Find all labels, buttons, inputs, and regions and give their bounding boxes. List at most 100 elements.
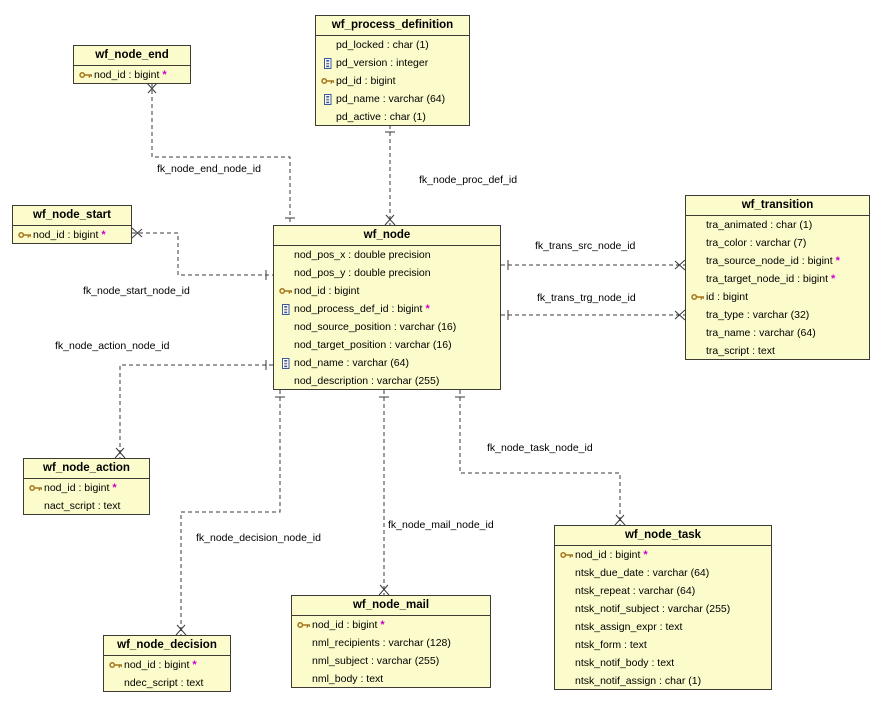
- relation-line-fk_node_mail_node_id[interactable]: [378, 390, 390, 596]
- column-row[interactable]: nod_name : varchar (64): [274, 354, 500, 372]
- table-title[interactable]: wf_node_mail: [292, 596, 490, 616]
- column-row[interactable]: tra_source_node_id : bigint*: [686, 252, 869, 270]
- column-row[interactable]: nod_source_position : varchar (16): [274, 318, 500, 336]
- relation-label[interactable]: fk_node_task_node_id: [487, 442, 593, 454]
- column-label: ntsk_notif_subject : varchar (255): [575, 603, 731, 615]
- indexed-column-icon: [319, 57, 336, 69]
- column-label: ntsk_notif_body : text: [575, 657, 675, 669]
- primary-key-icon: [16, 230, 33, 240]
- column-row[interactable]: tra_color : varchar (7): [686, 234, 869, 252]
- column-label: nod_id : bigint: [94, 69, 160, 81]
- column-row[interactable]: nod_id : bigint*: [13, 226, 131, 244]
- column-row[interactable]: ntsk_due_date : varchar (64): [555, 564, 771, 582]
- column-label: nod_id : bigint: [312, 619, 378, 631]
- column-label: tra_name : varchar (64): [706, 327, 816, 339]
- relation-label[interactable]: fk_trans_trg_node_id: [537, 292, 636, 304]
- column-row[interactable]: ndec_script : text: [104, 674, 230, 692]
- relation-label[interactable]: fk_node_end_node_id: [157, 163, 261, 175]
- table-wf_node[interactable]: wf_node nod_pos_x : double precision nod_p…: [273, 225, 501, 390]
- relation-label[interactable]: fk_node_action_node_id: [55, 340, 170, 352]
- primary-key-icon: [558, 550, 575, 560]
- relation-label[interactable]: fk_node_mail_node_id: [388, 519, 494, 531]
- column-row[interactable]: ntsk_notif_body : text: [555, 654, 771, 672]
- table-title[interactable]: wf_node_end: [74, 46, 190, 66]
- column-row[interactable]: ntsk_assign_expr : text: [555, 618, 771, 636]
- relation-label[interactable]: fk_node_proc_def_id: [419, 174, 518, 186]
- relation-label[interactable]: fk_node_decision_node_id: [196, 532, 321, 544]
- column-row[interactable]: pd_version : integer: [316, 54, 469, 72]
- column-row[interactable]: nod_id : bigint: [274, 282, 500, 300]
- column-row[interactable]: tra_type : varchar (32): [686, 306, 869, 324]
- column-row[interactable]: tra_animated : char (1): [686, 216, 869, 234]
- column-row[interactable]: nod_id : bigint*: [24, 479, 149, 497]
- column-row[interactable]: nod_id : bigint*: [292, 616, 490, 634]
- column-row[interactable]: nod_id : bigint*: [104, 656, 230, 674]
- column-row[interactable]: pd_locked : char (1): [316, 36, 469, 54]
- relation-label[interactable]: fk_node_start_node_id: [83, 285, 190, 297]
- indexed-column-icon: [277, 303, 294, 315]
- column-row[interactable]: id : bigint: [686, 288, 869, 306]
- table-title[interactable]: wf_node: [274, 226, 500, 246]
- relation-line-fk_node_start_node_id[interactable]: [131, 227, 273, 280]
- crow-foot-end: [614, 514, 626, 526]
- column-label: pd_locked : char (1): [336, 39, 429, 51]
- column-row[interactable]: nod_id : bigint*: [74, 66, 190, 84]
- primary-key-icon: [689, 292, 706, 302]
- table-title[interactable]: wf_transition: [686, 196, 869, 216]
- column-row[interactable]: nact_script : text: [24, 497, 149, 515]
- relation-line-fk_trans_trg_node_id[interactable]: [501, 309, 686, 321]
- table-title[interactable]: wf_process_definition: [316, 16, 469, 36]
- column-row[interactable]: ntsk_notif_subject : varchar (255): [555, 600, 771, 618]
- column-row[interactable]: tra_name : varchar (64): [686, 324, 869, 342]
- column-row[interactable]: ntsk_notif_assign : char (1): [555, 672, 771, 690]
- table-wf_process_definition[interactable]: wf_process_definition pd_locked : char (1…: [315, 15, 470, 126]
- column-label: nod_pos_x : double precision: [294, 249, 431, 261]
- relation-line-fk_node_decision_node_id[interactable]: [175, 390, 285, 636]
- relation-line-fk_node_end_node_id[interactable]: [146, 82, 295, 225]
- indexed-column-icon: [277, 357, 294, 369]
- column-row[interactable]: nod_target_position : varchar (16): [274, 336, 500, 354]
- relation-line-fk_trans_src_node_id[interactable]: [501, 259, 686, 271]
- column-row[interactable]: nod_id : bigint*: [555, 546, 771, 564]
- column-label: nml_recipients : varchar (128): [312, 637, 451, 649]
- column-label: pd_id : bigint: [336, 75, 396, 87]
- column-label: nml_subject : varchar (255): [312, 655, 440, 667]
- column-row[interactable]: pd_name : varchar (64): [316, 90, 469, 108]
- column-row[interactable]: ntsk_repeat : varchar (64): [555, 582, 771, 600]
- column-label: ntsk_due_date : varchar (64): [575, 567, 710, 579]
- crow-foot-end: [378, 584, 390, 596]
- column-row[interactable]: nml_recipients : varchar (128): [292, 634, 490, 652]
- column-row[interactable]: nml_subject : varchar (255): [292, 652, 490, 670]
- relation-label[interactable]: fk_trans_src_node_id: [535, 240, 636, 252]
- column-row[interactable]: tra_script : text: [686, 342, 869, 360]
- table-title[interactable]: wf_node_decision: [104, 636, 230, 656]
- table-title[interactable]: wf_node_start: [13, 206, 131, 226]
- primary-key-icon: [295, 620, 312, 630]
- relation-line-fk_node_proc_def_id[interactable]: [384, 125, 396, 226]
- relation-line-fk_node_task_node_id[interactable]: [455, 390, 626, 526]
- relation-line-fk_node_action_node_id[interactable]: [114, 360, 273, 459]
- column-row[interactable]: nod_description : varchar (255): [274, 372, 500, 390]
- column-row[interactable]: nod_pos_x : double precision: [274, 246, 500, 264]
- column-row[interactable]: nml_body : text: [292, 670, 490, 688]
- table-title[interactable]: wf_node_action: [24, 459, 149, 479]
- column-row[interactable]: nod_process_def_id : bigint*: [274, 300, 500, 318]
- not-null-marker: *: [835, 255, 840, 267]
- column-row[interactable]: nod_pos_y : double precision: [274, 264, 500, 282]
- column-row[interactable]: ntsk_form : text: [555, 636, 771, 654]
- crow-foot-end: [175, 624, 187, 636]
- not-null-marker: *: [831, 273, 836, 285]
- column-row[interactable]: pd_active : char (1): [316, 108, 469, 126]
- column-row[interactable]: pd_id : bigint: [316, 72, 469, 90]
- table-title[interactable]: wf_node_task: [555, 526, 771, 546]
- column-label: nod_target_position : varchar (16): [294, 339, 452, 351]
- column-row[interactable]: tra_target_node_id : bigint*: [686, 270, 869, 288]
